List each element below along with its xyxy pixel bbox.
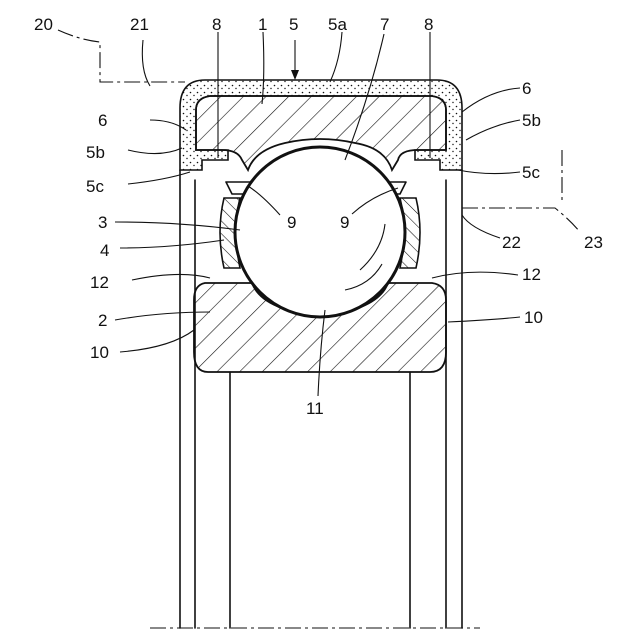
label-6-left: 6 [98, 111, 107, 130]
label-5b-right: 5b [522, 111, 541, 130]
label-4: 4 [100, 241, 109, 260]
label-10-right: 10 [524, 308, 543, 327]
label-22: 22 [502, 233, 521, 252]
label-5c-left: 5c [86, 177, 104, 196]
ball [235, 147, 405, 317]
label-1: 1 [258, 15, 267, 34]
label-5: 5 [289, 15, 298, 34]
label-12-right: 12 [522, 265, 541, 284]
label-6-right: 6 [522, 79, 531, 98]
label-23: 23 [584, 233, 603, 252]
label-3: 3 [98, 213, 107, 232]
label-10-left: 10 [90, 343, 109, 362]
label-9-right: 9 [340, 213, 349, 232]
label-5c-right: 5c [522, 163, 540, 182]
label-5a: 5a [328, 15, 347, 34]
label-12-left: 12 [90, 273, 109, 292]
label-8-left: 8 [212, 15, 221, 34]
label-2: 2 [98, 311, 107, 330]
label-11: 11 [306, 399, 324, 418]
label-21: 21 [130, 15, 149, 34]
label-7: 7 [380, 15, 389, 34]
label-5b-left: 5b [86, 143, 105, 162]
label-8-right: 8 [424, 15, 433, 34]
label-9-left: 9 [287, 213, 296, 232]
label-20: 20 [34, 15, 53, 34]
